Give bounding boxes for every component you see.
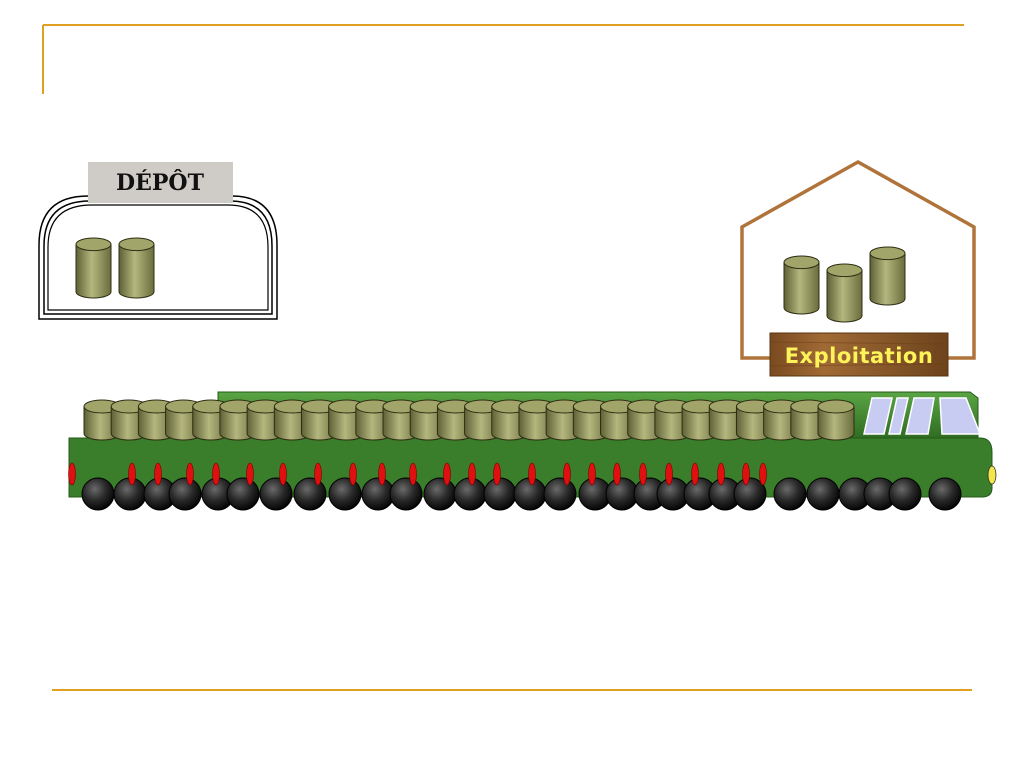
- red-light: [409, 462, 417, 486]
- exploitation-sign: [769, 332, 949, 377]
- depot-outline-inner2: [47, 204, 269, 311]
- wheel: [423, 477, 457, 511]
- depot-building: DÉPÔT: [38, 162, 278, 320]
- train-barrels: [83, 399, 855, 441]
- red-light: [186, 462, 194, 486]
- red-light: [639, 462, 647, 486]
- red-light: [691, 462, 699, 486]
- red-light: [563, 462, 571, 486]
- barrel: [869, 246, 906, 306]
- barrel: [826, 263, 863, 323]
- train: [68, 391, 997, 511]
- exploitation-label: Exploitation: [785, 344, 934, 368]
- red-light: [468, 462, 476, 486]
- wheel: [543, 477, 577, 511]
- train-window: [905, 397, 935, 435]
- barrel: [75, 237, 112, 299]
- red-light: [717, 462, 725, 486]
- depot-label: DÉPÔT: [116, 169, 205, 196]
- barrel: [783, 255, 820, 315]
- red-light: [154, 462, 162, 486]
- wheel: [361, 477, 395, 511]
- red-light: [528, 462, 536, 486]
- barrel: [118, 237, 155, 299]
- red-light: [493, 462, 501, 486]
- red-light: [759, 462, 767, 486]
- wheel: [605, 477, 639, 511]
- red-light: [742, 462, 750, 486]
- wheel: [483, 477, 517, 511]
- depot-sign: [88, 162, 233, 203]
- exploitation-building: Exploitation: [740, 159, 976, 377]
- red-light: [378, 462, 386, 486]
- wheel: [328, 477, 362, 511]
- barrel: [817, 399, 855, 441]
- red-light: [613, 462, 621, 486]
- wheel: [806, 477, 840, 511]
- train-headlight: [987, 465, 997, 485]
- red-light: [314, 462, 322, 486]
- red-light: [665, 462, 673, 486]
- red-light: [349, 462, 357, 486]
- exploitation-barrels: [783, 246, 906, 323]
- red-light: [212, 462, 220, 486]
- exploitation-house-outline: [740, 159, 976, 360]
- wheel: [259, 477, 293, 511]
- red-light: [246, 462, 254, 486]
- red-light: [443, 462, 451, 486]
- wheel: [81, 477, 115, 511]
- red-light: [279, 462, 287, 486]
- wheel: [389, 477, 423, 511]
- wheel: [168, 477, 202, 511]
- wheel: [226, 477, 260, 511]
- red-light: [68, 462, 76, 486]
- train-lights: [68, 462, 767, 486]
- red-light: [128, 462, 136, 486]
- train-wheels: [81, 477, 962, 511]
- train-windows: [863, 397, 982, 435]
- wheel: [928, 477, 962, 511]
- depot-outline-outer: [38, 195, 278, 320]
- wheel: [888, 477, 922, 511]
- train-window: [888, 397, 909, 435]
- red-light: [588, 462, 596, 486]
- depot-barrels: [75, 237, 155, 299]
- train-window: [939, 397, 982, 435]
- slide-frame: [42, 24, 972, 691]
- wheel: [773, 477, 807, 511]
- wheel: [733, 477, 767, 511]
- train-window: [863, 397, 893, 435]
- wheel: [293, 477, 327, 511]
